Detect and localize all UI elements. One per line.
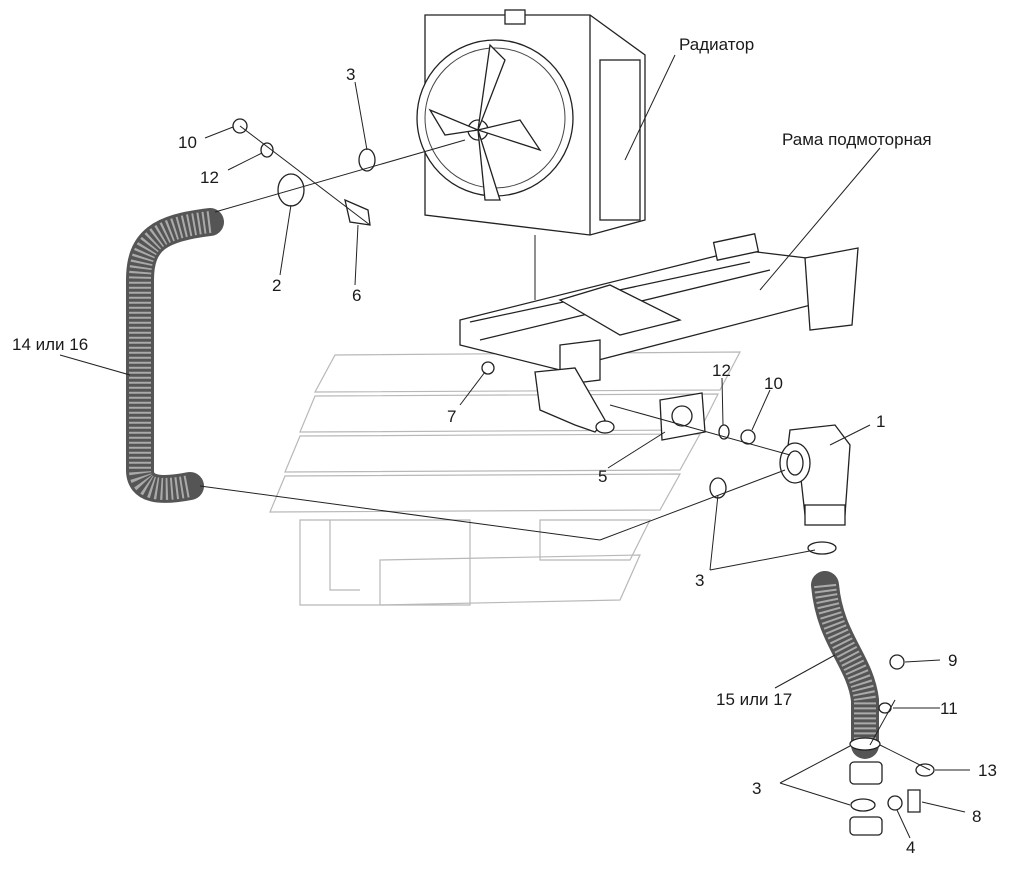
assembly-axes [199,125,931,771]
callout-labels: Радиатор Рама подмоторная 14 или 16 15 и… [12,35,997,857]
label-3-top: 3 [346,65,355,84]
label-1: 1 [876,412,885,431]
hose-left [126,208,224,503]
label-13: 13 [978,761,997,780]
engine-frame [459,233,859,434]
air-intake [779,424,851,526]
label-hose-right: 15 или 17 [716,690,792,709]
label-hose-left: 14 или 16 [12,335,88,354]
label-12-right: 12 [712,361,731,380]
label-11: 11 [940,699,958,718]
label-2: 2 [272,276,281,295]
label-10-left: 10 [178,133,197,152]
label-4: 4 [906,838,915,857]
label-6: 6 [352,286,361,305]
watermark-logo [269,351,741,606]
label-9: 9 [948,651,957,670]
label-engine-frame: Рама подмоторная [782,130,932,149]
label-7: 7 [447,407,456,426]
label-3-mid: 3 [695,571,704,590]
radiator [416,9,646,300]
hose-right [811,571,883,836]
flange-plate [659,392,706,441]
label-8: 8 [972,807,981,826]
label-3-bottom: 3 [752,779,761,798]
label-radiator: Радиатор [679,35,754,54]
label-5: 5 [598,467,607,486]
leader-lines [59,54,970,839]
label-12-left: 12 [200,168,219,187]
label-10-right: 10 [764,374,783,393]
